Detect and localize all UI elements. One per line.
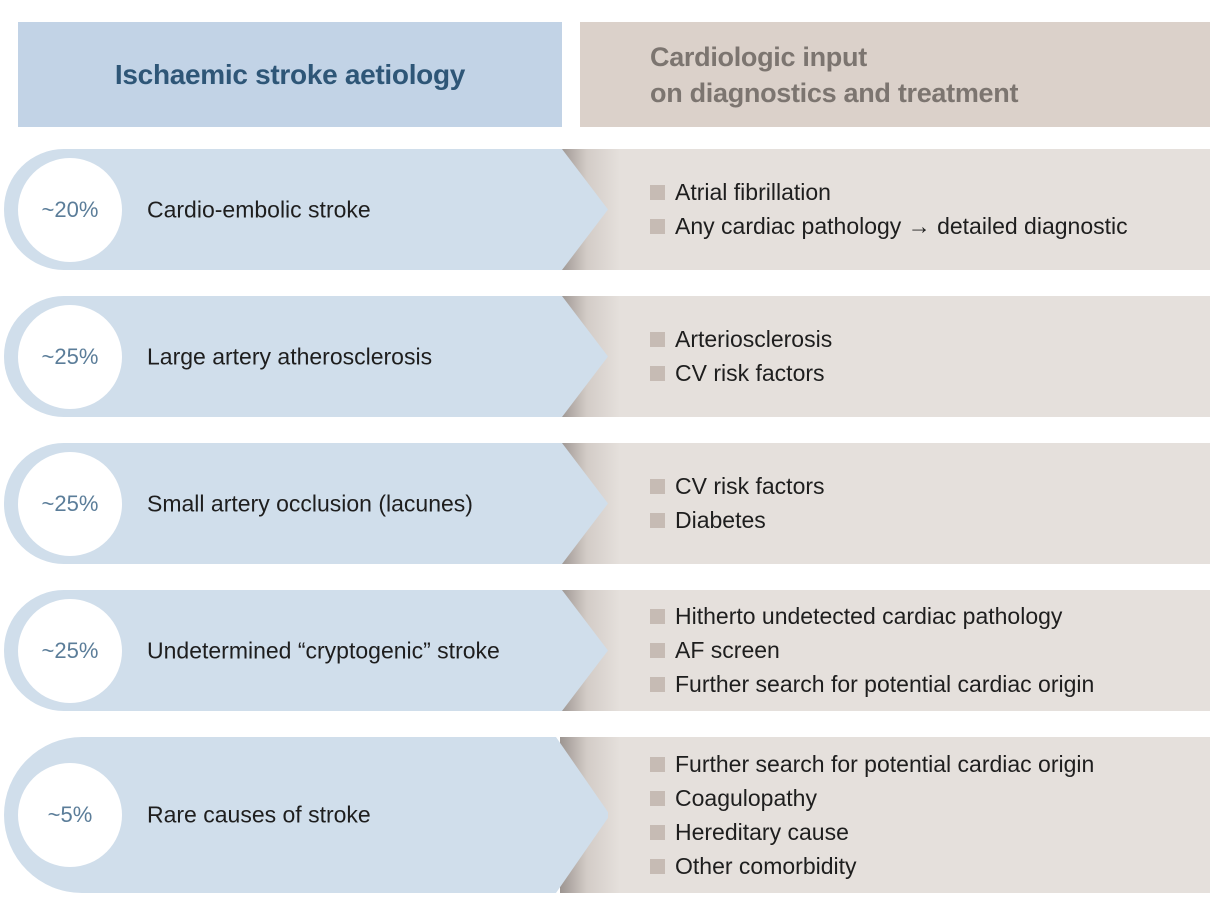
percent-value: ~20% [41, 196, 99, 222]
list-item: AF screen [650, 634, 1094, 668]
cardiologic-input-list: Hitherto undetected cardiac pathology AF… [650, 600, 1094, 702]
bullet-square-icon [650, 609, 665, 624]
left-header-title: Ischaemic stroke aetiology [114, 58, 466, 90]
right-header-title-line2: on diagnostics and treatment [650, 77, 1019, 108]
list-item: Coagulopathy [650, 781, 1094, 815]
aetiology-row-cardio-embolic: ~20% Cardio-embolic stroke Atrial fibril… [0, 149, 1223, 270]
bullet-square-icon [650, 332, 665, 347]
aetiology-row-large-artery: ~25% Large artery atherosclerosis Arteri… [0, 296, 1223, 417]
list-item: Any cardiac pathology → detailed diagnos… [650, 210, 1128, 244]
list-item: Hitherto undetected cardiac pathology [650, 600, 1094, 634]
aetiology-label: Undetermined “cryptogenic” stroke [147, 637, 500, 663]
cardiologic-input-box [560, 737, 1210, 893]
bullet-square-icon [650, 643, 665, 658]
percent-circle: ~25% [18, 304, 122, 409]
list-item: CV risk factors [650, 470, 825, 504]
bullet-square-icon [650, 824, 665, 840]
aetiology-label: Large artery atherosclerosis [147, 343, 433, 369]
list-item: Hereditary cause [650, 815, 1094, 849]
percent-value: ~25% [41, 490, 99, 516]
cardiologic-input-list: Atrial fibrillation Any cardiac patholog… [650, 176, 1128, 244]
cardiologic-input-list: Further search for potential cardiac ori… [650, 747, 1094, 883]
percent-value: ~25% [41, 343, 99, 369]
percent-circle: ~25% [18, 598, 122, 703]
bullet-square-icon [650, 513, 665, 528]
percent-circle: ~25% [18, 451, 122, 556]
aetiology-label: Rare causes of stroke [147, 801, 371, 828]
list-item: CV risk factors [650, 357, 832, 391]
list-item: Further search for potential cardiac ori… [650, 747, 1094, 781]
bullet-square-icon [650, 479, 665, 494]
list-item: Atrial fibrillation [650, 176, 1128, 210]
cardiologic-input-list: CV risk factors Diabetes [650, 470, 825, 538]
bullet-square-icon [650, 756, 665, 772]
percent-value: ~25% [41, 637, 99, 663]
percent-circle: ~5% [18, 763, 122, 867]
list-item: Other comorbidity [650, 849, 1094, 883]
bullet-square-icon [650, 677, 665, 692]
aetiology-row-cryptogenic: ~25% Undetermined “cryptogenic” stroke H… [0, 590, 1223, 711]
list-item: Diabetes [650, 504, 825, 538]
right-header-title-line1: Cardiologic input [650, 41, 867, 72]
right-header: Cardiologic input on diagnostics and tre… [580, 22, 1210, 127]
list-item: Further search for potential cardiac ori… [650, 668, 1094, 702]
list-item: Arteriosclerosis [650, 323, 832, 357]
aetiology-label: Cardio-embolic stroke [147, 196, 371, 222]
bullet-square-icon [650, 366, 665, 381]
percent-circle: ~20% [18, 157, 122, 262]
aetiology-row-rare-causes: ~5% Rare causes of stroke Further search… [0, 737, 1223, 893]
cardiologic-input-list: Arteriosclerosis CV risk factors [650, 323, 832, 391]
aetiology-row-small-artery: ~25% Small artery occlusion (lacunes) CV… [0, 443, 1223, 564]
aetiology-label: Small artery occlusion (lacunes) [147, 490, 473, 516]
percent-value: ~5% [47, 802, 93, 827]
left-header: Ischaemic stroke aetiology [18, 22, 562, 127]
cardiologic-input-box [560, 149, 1210, 270]
bullet-square-icon [650, 219, 665, 234]
bullet-square-icon [650, 185, 665, 200]
bullet-square-icon [650, 790, 665, 806]
bullet-square-icon [650, 858, 665, 874]
